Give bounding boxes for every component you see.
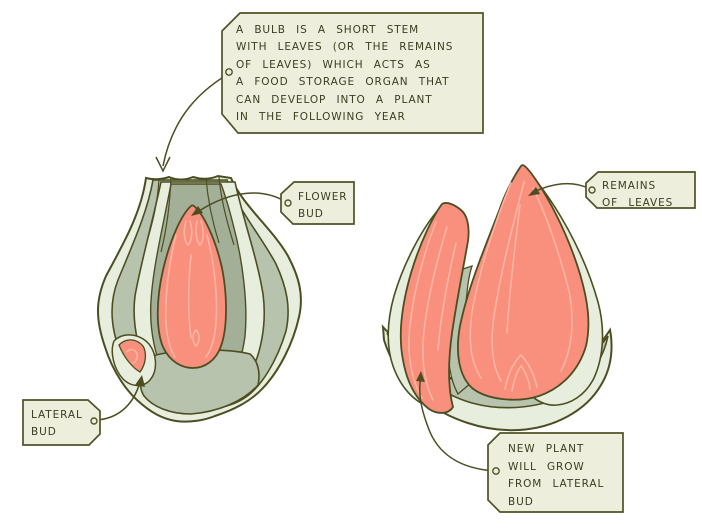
- lateral-bud-tag-hole: [90, 417, 98, 425]
- label-line: LATERAL: [31, 409, 83, 421]
- caption-arrowhead: [155, 156, 171, 173]
- flower-bud-tag-hole: [284, 199, 292, 207]
- caption-line: IN THE FOLLOWING YEAR: [236, 111, 406, 124]
- lateral-bud-label: LATERAL BUD: [31, 407, 83, 440]
- label-line: BUD: [508, 495, 534, 508]
- remains-tag-shape: [585, 171, 696, 209]
- remains-arrowhead: [528, 187, 540, 196]
- caption-box: A BULB IS A SHORT STEM WITH LEAVES (OR T…: [236, 22, 453, 126]
- caption-tag-shape: [221, 12, 484, 134]
- new-plant-small-veins: [408, 221, 457, 401]
- left-bulb-base-plate: [139, 349, 260, 415]
- pointer-arrows: [95, 73, 591, 472]
- label-line: BUD: [298, 207, 324, 220]
- caption-line: A BULB IS A SHORT STEM: [236, 24, 420, 36]
- label-line: FROM LATERAL: [508, 478, 605, 490]
- label-line: NEW PLANT: [508, 443, 585, 455]
- lateral-bud-arrow: [95, 381, 141, 421]
- right-bulb: [381, 164, 613, 432]
- new-plant-tag-shape: [487, 432, 624, 513]
- lateral-bud-arrowhead: [135, 375, 145, 387]
- lateral-bud-tag-shape: [22, 399, 101, 446]
- new-plant-large-veins: [469, 181, 573, 392]
- flower-bud-tag-shape: [280, 181, 355, 225]
- new-plant-tag-hole: [492, 467, 500, 475]
- flower-bud-arrow: [198, 192, 287, 212]
- label-line: BUD: [31, 425, 57, 438]
- caption-tag-hole: [225, 68, 233, 76]
- flower-bud-label: FLOWER BUD: [298, 189, 348, 222]
- caption-line: CAN DEVELOP INTO A PLANT: [236, 93, 433, 106]
- flower-bud-veins: [165, 220, 218, 358]
- left-bulb-neck-lines: [146, 176, 235, 253]
- remains-of-leaves-label: REMAINS OF LEAVES: [602, 178, 673, 211]
- caption-line: OF LEAVES) WHICH ACTS AS: [236, 58, 431, 71]
- new-plant-label: NEW PLANT WILL GROW FROM LATERAL BUD: [508, 441, 604, 511]
- caption-line: WITH LEAVES (OR THE REMAINS: [236, 41, 454, 54]
- new-plant-small: [399, 202, 470, 414]
- label-line: REMAINS: [602, 180, 657, 192]
- caption-line: A FOOD STORAGE ORGAN THAT: [236, 76, 450, 89]
- label-line: FLOWER: [298, 191, 348, 203]
- label-line: WILL GROW: [508, 460, 585, 473]
- lateral-bud-vein: [126, 348, 139, 364]
- new-plant-arrow: [418, 376, 497, 472]
- flower-bud-arrowhead: [191, 206, 203, 216]
- label-line: OF LEAVES: [602, 196, 674, 209]
- remains-tag-hole: [588, 186, 596, 194]
- new-plant-arrowhead: [416, 371, 425, 382]
- new-plant-large: [457, 164, 590, 401]
- caption-arrow: [162, 73, 229, 167]
- label-tags: [22, 12, 696, 513]
- left-bulb: [97, 174, 302, 423]
- lateral-bud-shape: [118, 339, 147, 373]
